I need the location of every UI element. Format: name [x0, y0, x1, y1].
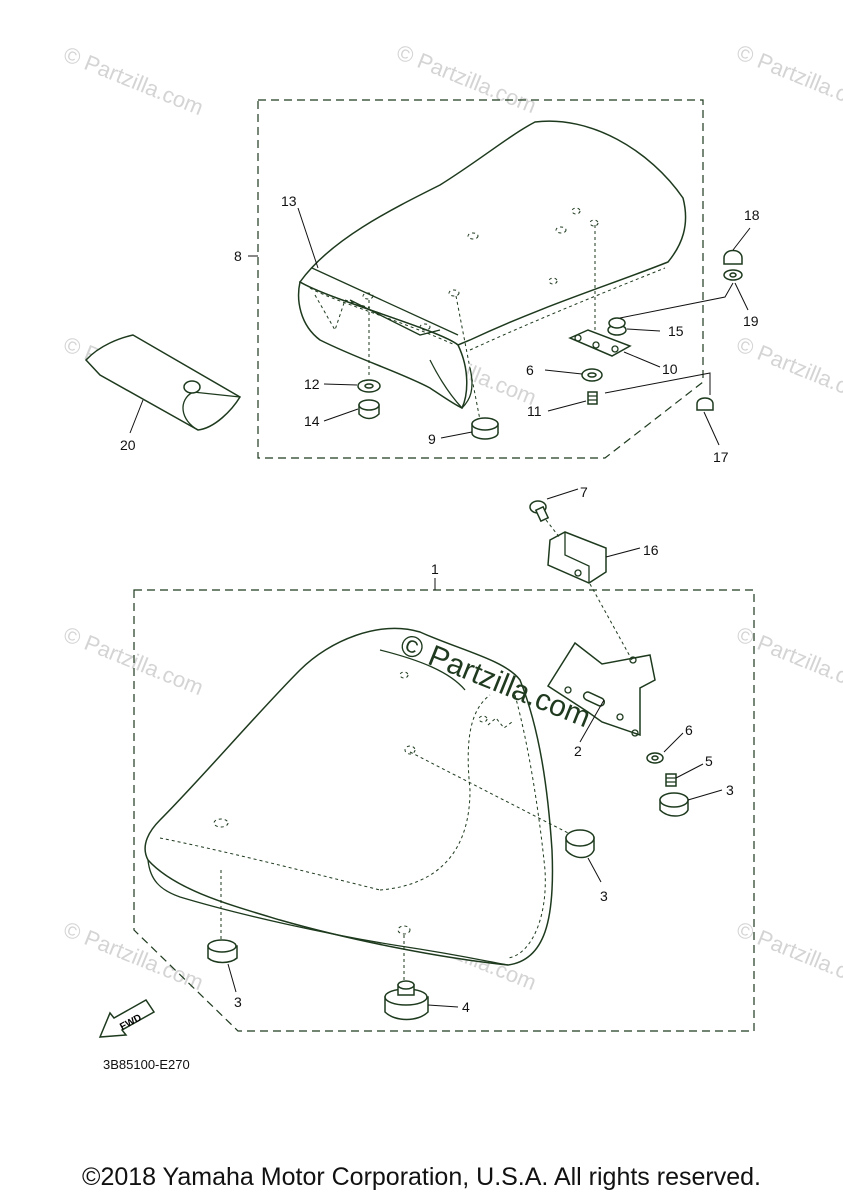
- group-8-boundary: [257, 99, 704, 459]
- damper-3-right: [565, 829, 595, 859]
- callout-20: 20: [120, 437, 136, 453]
- callout-6-upper: 6: [526, 362, 534, 378]
- copyright-notice: ©2018 Yamaha Motor Corporation, U.S.A. A…: [82, 1163, 761, 1191]
- callout-14: 14: [304, 413, 320, 429]
- callouts: 8 13 12 14 9 6 11 10 15 17 18 19 20 1 7 …: [120, 193, 760, 1015]
- nut-14: [358, 399, 380, 420]
- washer-6-lower: [646, 752, 664, 764]
- callout-18: 18: [744, 207, 760, 223]
- bolt-7: [529, 500, 550, 523]
- callout-17: 17: [713, 449, 729, 465]
- callout-4: 4: [462, 999, 470, 1015]
- callout-13: 13: [281, 193, 297, 209]
- diagram-reference-code: 3B85100-E270: [103, 1057, 190, 1072]
- callout-3-left: 3: [234, 994, 242, 1010]
- mount-line: [409, 751, 573, 836]
- bolt-5: [665, 773, 677, 787]
- connector-line: [604, 372, 711, 395]
- pillion-seat: [297, 120, 687, 409]
- callout-16: 16: [643, 542, 659, 558]
- watermark-text: © Partzilla.com: [733, 39, 843, 118]
- damper-9: [471, 417, 499, 440]
- callout-2: 2: [574, 743, 582, 759]
- callout-15: 15: [668, 323, 684, 339]
- bracket-2: [546, 641, 656, 737]
- callout-12: 12: [304, 376, 320, 392]
- callout-3-right: 3: [600, 888, 608, 904]
- watermark-text: © Partzilla.com: [393, 39, 540, 118]
- fwd-arrow: FWD: [98, 999, 156, 1038]
- mount-line: [589, 583, 633, 661]
- main-seat: [144, 627, 554, 966]
- washer-6-upper: [581, 368, 603, 382]
- damper-3-bracket: [659, 792, 689, 817]
- watermark-text: © Partzilla.com: [733, 331, 843, 410]
- washer-12: [357, 379, 381, 393]
- callout-10: 10: [662, 361, 678, 377]
- bolt-11: [587, 391, 598, 405]
- washer-19: [723, 269, 743, 281]
- callout-6-lower: 6: [685, 722, 693, 738]
- mount-line: [545, 519, 561, 539]
- callout-8: 8: [234, 248, 242, 264]
- callout-7: 7: [580, 484, 588, 500]
- callout-3-bracket: 3: [726, 782, 734, 798]
- group-1-boundary: [133, 589, 755, 1032]
- bracket-10: [568, 329, 632, 357]
- callout-19: 19: [743, 313, 759, 329]
- seat-cover-20: [84, 334, 242, 431]
- watermark-text: © Partzilla.com: [733, 621, 843, 700]
- damper-3-left: [207, 939, 238, 964]
- watermark-text: © Partzilla.com: [733, 916, 843, 995]
- bracket-16: [547, 531, 607, 584]
- damper-4: [384, 980, 429, 1021]
- connector-line: [619, 282, 734, 319]
- cap-nut-18: [723, 249, 743, 265]
- callout-5: 5: [705, 753, 713, 769]
- leader-lines: [129, 207, 751, 1008]
- callout-1: 1: [431, 561, 439, 577]
- watermark-text: © Partzilla.com: [60, 41, 207, 120]
- cap-17: [696, 397, 714, 411]
- callout-11: 11: [527, 403, 542, 419]
- grommet-15: [607, 317, 627, 336]
- callout-9: 9: [428, 431, 436, 447]
